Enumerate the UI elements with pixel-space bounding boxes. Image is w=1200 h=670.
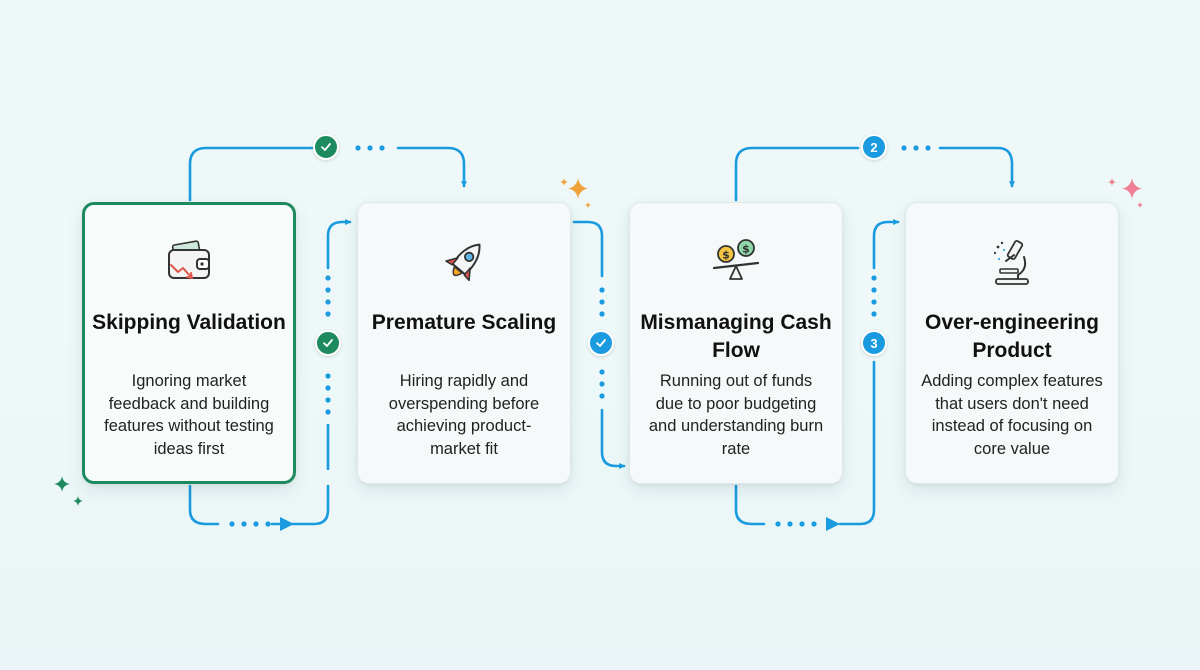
- step-title: Mismanaging Cash Flow: [640, 311, 832, 362]
- check-icon: [323, 339, 333, 347]
- step-card-mismanaging-cash-flow[interactable]: $ $ Mismanaging Cash Flow Running out of…: [629, 202, 843, 484]
- check-icon: [596, 339, 606, 347]
- sparkle-icon: [1108, 178, 1143, 208]
- rocket-icon: [358, 233, 570, 293]
- connector-left-4: [872, 219, 900, 270]
- connector-top-1: [188, 146, 314, 202]
- check-badge: [313, 134, 339, 160]
- connector-right-2: [572, 220, 604, 278]
- arrowhead-bottom-1: [280, 517, 294, 531]
- step-card-premature-scaling[interactable]: Premature Scaling Hiring rapidly and ove…: [357, 202, 571, 484]
- step-title: Over-engineering Product: [925, 311, 1099, 362]
- coin-balance-icon: $ $: [630, 233, 842, 293]
- connector-left-2: [326, 219, 352, 270]
- step-description: Ignoring market feedback and building fe…: [104, 372, 274, 458]
- svg-text:$: $: [742, 243, 750, 256]
- sparkle-icon: [560, 178, 591, 208]
- connector-top-3-end: [938, 146, 1015, 188]
- connector-top-3: [734, 146, 860, 202]
- step-description: Running out of funds due to poor budgeti…: [648, 372, 824, 458]
- step-number-badge: 2: [861, 134, 887, 160]
- connector-bottom-1-rise: [290, 484, 330, 526]
- check-badge: [315, 330, 341, 356]
- check-icon: [321, 143, 331, 151]
- arrowhead-bottom-3: [826, 517, 840, 531]
- connector-top-1-end: [396, 146, 467, 188]
- step-title: Premature Scaling: [371, 311, 557, 334]
- step-description: Hiring rapidly and overspending before a…: [388, 372, 540, 458]
- step-card-skipping-validation[interactable]: Skipping Validation Ignoring market feed…: [82, 202, 296, 484]
- wallet-decline-icon: [85, 233, 293, 293]
- connector-bottom-3-rise: [838, 360, 876, 526]
- step-number-badge: 3: [861, 330, 887, 356]
- connector-bottom-1: [188, 484, 220, 526]
- step-title: Skipping Validation: [92, 311, 286, 334]
- step-card-over-engineering[interactable]: Over-engineering Product Adding complex …: [905, 202, 1119, 484]
- step-description: Adding complex features that users don't…: [921, 372, 1103, 458]
- connector-bottom-3: [734, 484, 766, 526]
- microscope-icon: [906, 233, 1118, 293]
- connector-right-2-low: [600, 408, 626, 469]
- sparkle-icon: [54, 476, 83, 506]
- svg-text:$: $: [722, 249, 730, 262]
- check-badge: [588, 330, 614, 356]
